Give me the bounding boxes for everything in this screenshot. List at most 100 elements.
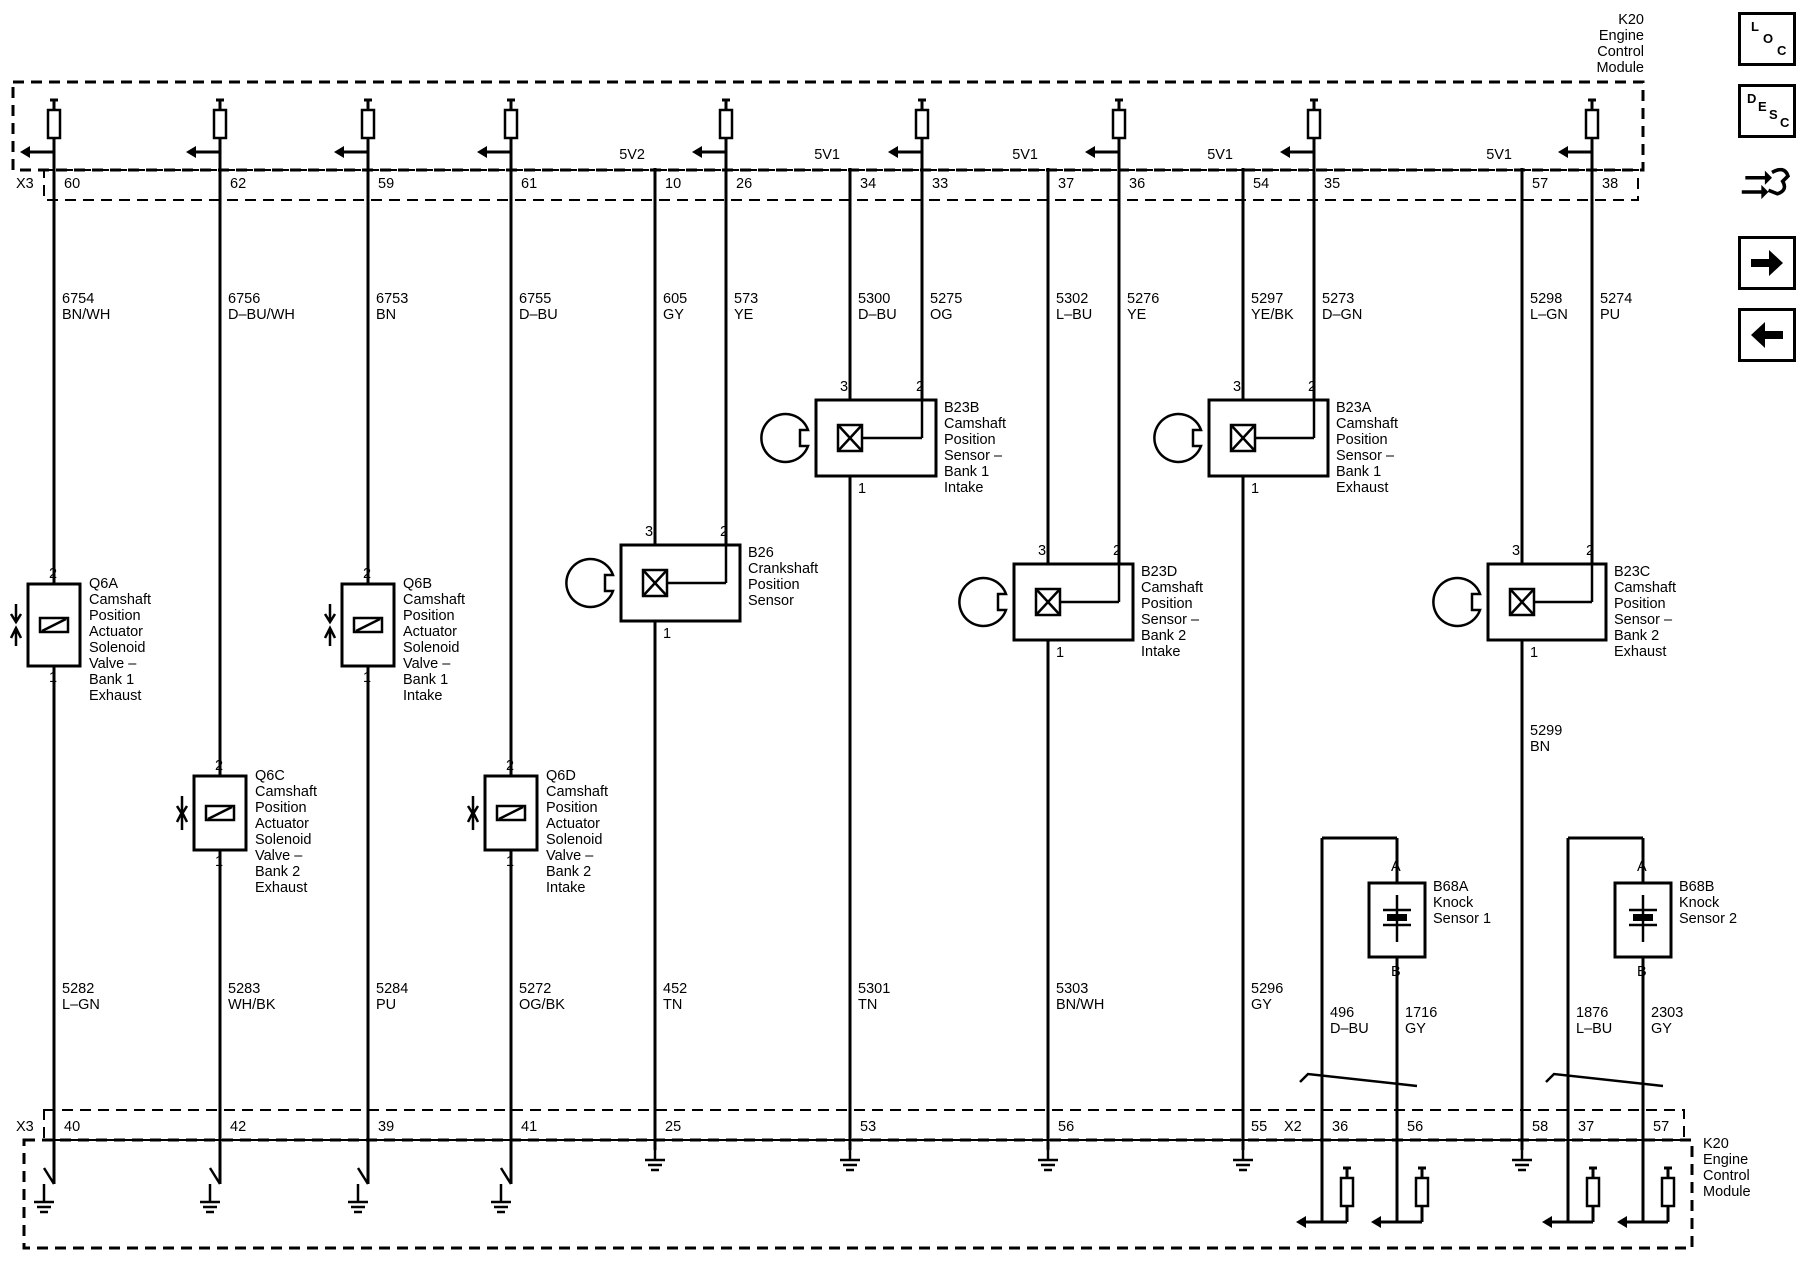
- b23b-pin-3: 3: [840, 379, 848, 395]
- connector-x2-bottom: X2: [1284, 1119, 1302, 1135]
- top-pin-number: 26: [736, 176, 752, 192]
- q6a-pin-1: 1: [49, 670, 57, 686]
- q6c-desc-line: Position: [255, 800, 307, 816]
- pin-terminal: [212, 108, 228, 140]
- lower-circuit-number: 5296: [1251, 981, 1283, 997]
- lower-circuit-number: 5272: [519, 981, 551, 997]
- bottom-pin-number: 42: [230, 1119, 246, 1135]
- upper-circuit-number: 5297: [1251, 291, 1283, 307]
- b23c-element-x2: [1509, 588, 1535, 616]
- lower-circuit-number: 452: [663, 981, 687, 997]
- lower-wire-color: BN/WH: [1056, 997, 1104, 1013]
- connector-x3-top: X3: [16, 176, 34, 192]
- q6b-desc-line: Actuator: [403, 624, 457, 640]
- b23b-desc-line: Bank 1: [944, 464, 989, 480]
- k20-top-module-box: [11, 80, 1645, 172]
- b23d-desc-line: Camshaft: [1141, 580, 1203, 596]
- pin-terminal: [1111, 108, 1127, 140]
- next-page-button[interactable]: [1738, 236, 1796, 290]
- b23d-pin-3: 3: [1038, 543, 1046, 559]
- lower-circuit-number: 5283: [228, 981, 260, 997]
- q6d-desc-line: Valve –: [546, 848, 594, 864]
- q6d-coil: [495, 804, 527, 822]
- upper-wire-color: BN/WH: [62, 307, 110, 323]
- q6b-adjust-up-arrow: [323, 625, 337, 646]
- desc-letter-c: C: [1780, 115, 1790, 130]
- b23d-desc-line: Sensor –: [1141, 612, 1200, 628]
- knock-circuit-number: 1716: [1405, 1005, 1437, 1021]
- upper-wire-color: D–BU/WH: [228, 307, 295, 323]
- loc-button[interactable]: L O C: [1738, 12, 1796, 66]
- arrow-left-icon: [334, 146, 344, 158]
- top-module-label-line: K20: [1618, 12, 1644, 28]
- lower-circuit-number: 5282: [62, 981, 94, 997]
- b23d-desc-line: Position: [1141, 596, 1193, 612]
- b68b-shield-icon: [1545, 1072, 1664, 1088]
- top-module-label-line: Control: [1597, 44, 1644, 60]
- q6a-desc-line: Position: [89, 608, 141, 624]
- top-module-label-line: Engine: [1599, 28, 1644, 44]
- upper-wire-color: L–GN: [1530, 307, 1568, 323]
- top-module-label-line: Module: [1596, 60, 1644, 76]
- b23a-element-x2: [1230, 424, 1256, 452]
- q6b-coil-slash: [355, 617, 381, 633]
- upper-wire-color: BN: [376, 307, 396, 323]
- b23c-desc-line: Camshaft: [1614, 580, 1676, 596]
- lower-wire-color: L–GN: [62, 997, 100, 1013]
- pin-terminal: [914, 108, 930, 140]
- desc-letter-s: S: [1769, 107, 1778, 122]
- q6d-desc-line: Position: [546, 800, 598, 816]
- b23c-pin-1: 1: [1530, 645, 1538, 661]
- b23a-ref: B23A: [1336, 400, 1372, 416]
- pin-terminal: [1584, 108, 1600, 140]
- arrow-left-icon: [1542, 1216, 1552, 1228]
- q6c-desc-line: Exhaust: [255, 880, 307, 896]
- top-pin-number: 33: [932, 176, 948, 192]
- lower-circuit-number: 5301: [858, 981, 890, 997]
- upper-wire-color: GY: [663, 307, 684, 323]
- b23a-pin-2: 2: [1308, 379, 1316, 395]
- arrow-right-icon: [1751, 250, 1783, 276]
- q6d-desc-line: Actuator: [546, 816, 600, 832]
- wires: [26, 98, 1672, 1224]
- b68b-pin-b: B: [1637, 964, 1647, 980]
- q6a-desc-line: Actuator: [89, 624, 143, 640]
- upper-circuit-number: 5275: [930, 291, 962, 307]
- q6a-coil: [38, 616, 70, 634]
- q6c-adjust-up-arrow: [175, 809, 189, 830]
- lower-wire-color: GY: [1251, 997, 1272, 1013]
- b68a-element: [1387, 914, 1407, 921]
- q6d-ref: Q6D: [546, 768, 576, 784]
- connector-view-button[interactable]: [1738, 160, 1796, 214]
- desc-button[interactable]: D E S C: [1738, 84, 1796, 138]
- b23c-pin-2: 2: [1586, 543, 1594, 559]
- b23a-desc-line: Sensor –: [1336, 448, 1395, 464]
- connector-icon: [1741, 167, 1790, 200]
- q6d-adjust-up-arrow: [466, 809, 480, 830]
- b68b-ref: B68B: [1679, 879, 1714, 895]
- arrow-left-icon: [1280, 146, 1290, 158]
- top-pin-number: 36: [1129, 176, 1145, 192]
- x3-top-connector-strip: [43, 169, 1639, 201]
- b23a-desc-line: Exhaust: [1336, 480, 1388, 496]
- q6d-desc-line: Camshaft: [546, 784, 608, 800]
- previous-page-button[interactable]: [1738, 308, 1796, 362]
- top-pin-number: 54: [1253, 176, 1269, 192]
- q6a-pin-2: 2: [49, 566, 57, 582]
- upper-wire-color: D–BU: [858, 307, 897, 323]
- upper-circuit-number: 605: [663, 291, 687, 307]
- knock-wire-color: GY: [1651, 1021, 1672, 1037]
- b68a-pin-b: B: [1391, 964, 1401, 980]
- bottom-pin-number: 25: [665, 1119, 681, 1135]
- b68b-element: [1633, 914, 1653, 921]
- bottom-pin-number: 55: [1251, 1119, 1267, 1135]
- q6b-desc-line: Solenoid: [403, 640, 459, 656]
- components: [9, 108, 1676, 1228]
- upper-wire-color: D–GN: [1322, 307, 1362, 323]
- q6c-pin-1: 1: [215, 854, 223, 870]
- k20-bottom-module-box: [22, 1138, 1694, 1250]
- b26-desc-line: Sensor: [748, 593, 794, 609]
- b23a-desc-line: Bank 1: [1336, 464, 1381, 480]
- q6a-desc-line: Bank 1: [89, 672, 134, 688]
- b26-pin-2: 2: [720, 524, 728, 540]
